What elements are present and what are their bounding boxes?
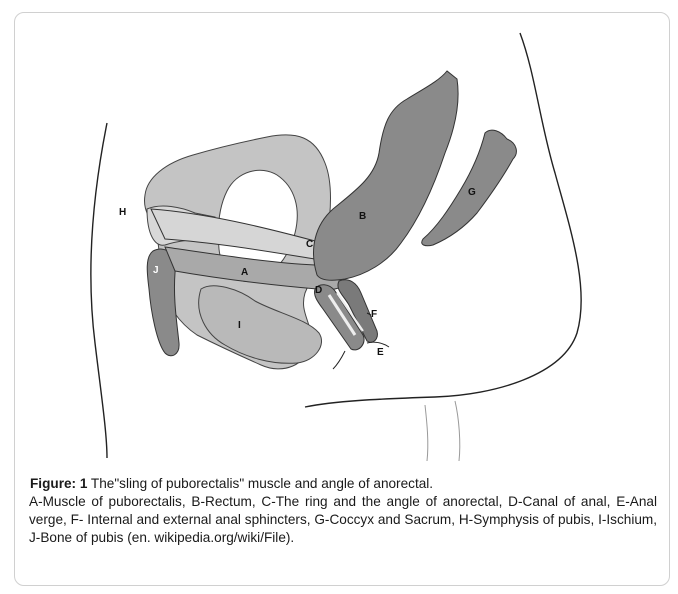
figure-label: Figure: 1 [30,476,87,491]
rectum [314,71,459,280]
label-h: H [119,207,126,218]
leg-hint [425,405,428,461]
caption-title-line: Figure: 1 The"sling of puborectalis" mus… [29,475,657,493]
figure-box: A B C D E F G H I J Figure: 1 The"sling … [14,12,670,586]
label-i: I [238,320,241,331]
label-b: B [359,211,366,222]
caption-title: The"sling of puborectalis" muscle and an… [87,476,433,491]
label-e: E [377,347,384,358]
label-d: D [315,285,322,296]
caption-body: A-Muscle of puborectalis, B-Rectum, C-Th… [29,494,657,545]
label-a: A [241,267,248,278]
body-outline-front [91,123,107,458]
anal-verge [333,351,345,369]
label-c: C [306,239,313,250]
label-g: G [468,187,476,198]
label-f: F [371,309,377,320]
leg-hint-2 [455,401,460,461]
label-j: J [153,265,159,276]
figure-caption: Figure: 1 The"sling of puborectalis" mus… [29,475,657,547]
anatomy-illustration: A B C D E F G H I J [15,13,670,463]
